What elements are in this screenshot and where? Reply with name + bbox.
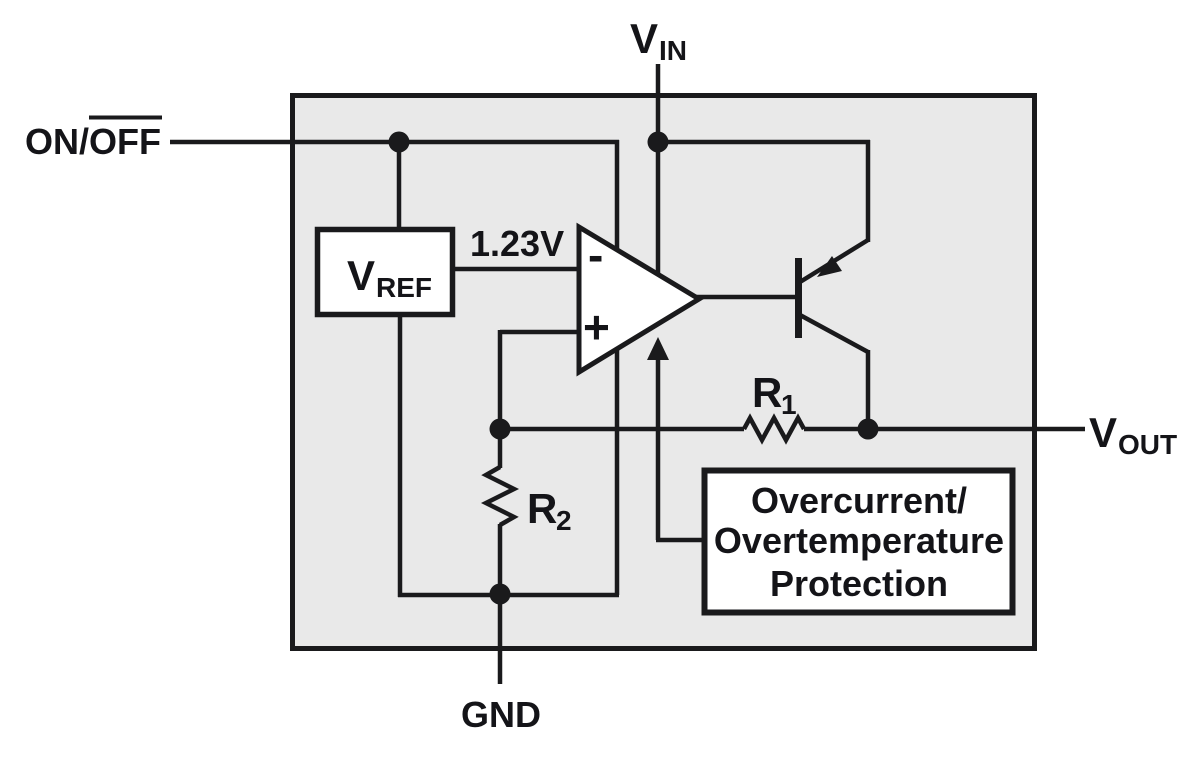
vin-label-sub: IN	[659, 35, 687, 66]
r1-label-base: R	[752, 369, 782, 416]
protection-label-line3: Protection	[770, 563, 948, 604]
vin-label-base: V	[630, 15, 658, 62]
protection-up-arrow-icon	[647, 337, 669, 360]
onoff-label-prefix: ON/	[25, 121, 89, 162]
r1-label: R 1	[752, 369, 797, 420]
vref-block-label: V REF	[347, 252, 432, 303]
protection-block-label: Overcurrent/ Overtemperature Protection	[714, 480, 1004, 604]
junction-dot-vin	[647, 131, 669, 153]
junction-dot-ground	[489, 583, 511, 605]
gnd-pin-label: GND	[461, 694, 541, 735]
vout-label-base: V	[1089, 409, 1117, 456]
vref-label-sub: REF	[376, 272, 432, 303]
onoff-label-overlined: OFF	[89, 121, 161, 162]
collector-diagonal-wire	[798, 313, 870, 354]
opamp-inverting-label: -	[588, 229, 603, 281]
resistor-r1-zigzag	[742, 413, 806, 445]
vout-label-sub: OUT	[1118, 429, 1177, 460]
pnp-emitter-arrow-icon	[817, 256, 842, 277]
error-amplifier-triangle	[576, 222, 704, 377]
wires	[170, 64, 1085, 684]
r2-label-base: R	[527, 485, 557, 532]
opamp-noninverting-label: +	[583, 301, 610, 353]
vref-label-base: V	[347, 252, 375, 299]
vref-block	[314, 226, 456, 318]
vin-pin-label: V IN	[630, 15, 687, 66]
protection-label-line1: Overcurrent/	[751, 480, 967, 521]
vout-pin-label: V OUT	[1089, 409, 1177, 460]
onoff-pin-label: ON/ OFF	[25, 115, 162, 162]
protection-block	[701, 467, 1016, 616]
junction-dot-feedback	[489, 418, 511, 440]
r1-label-sub: 1	[781, 389, 797, 420]
protection-label-line2: Overtemperature	[714, 520, 1004, 561]
junction-dot-vout	[857, 418, 879, 440]
junction-dot-onoff-vref	[388, 131, 410, 153]
r2-label-sub: 2	[556, 505, 572, 536]
resistor-r2-zigzag	[480, 465, 520, 527]
ref-voltage-label: 1.23V	[470, 223, 564, 264]
r2-label: R 2	[527, 485, 572, 536]
